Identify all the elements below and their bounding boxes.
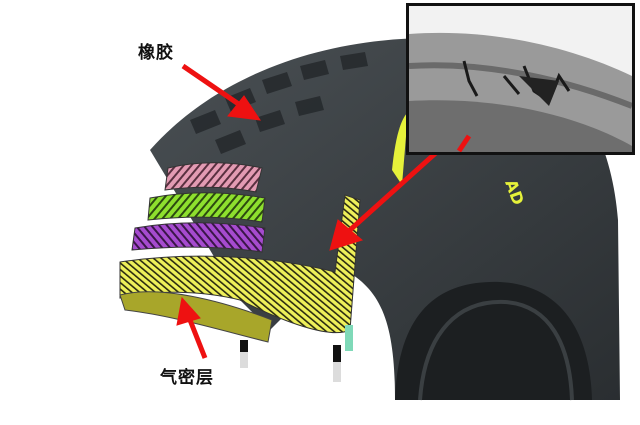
damage-photo-inset [406,3,635,155]
yellow-carcass-ply [119,194,361,334]
tire-inner-cavity [395,281,592,400]
label-rubber: 橡胶 [138,43,174,63]
pink-belt [164,162,263,193]
green-belt [147,192,266,223]
arrow-rubber [181,63,262,121]
tread-blocks [190,52,368,154]
purple-belt [131,222,266,253]
label-inner-liner: 气密层 [160,368,214,388]
sidewall-letter [392,112,408,185]
arrow-liner [176,296,208,359]
damage-photo [409,6,632,152]
